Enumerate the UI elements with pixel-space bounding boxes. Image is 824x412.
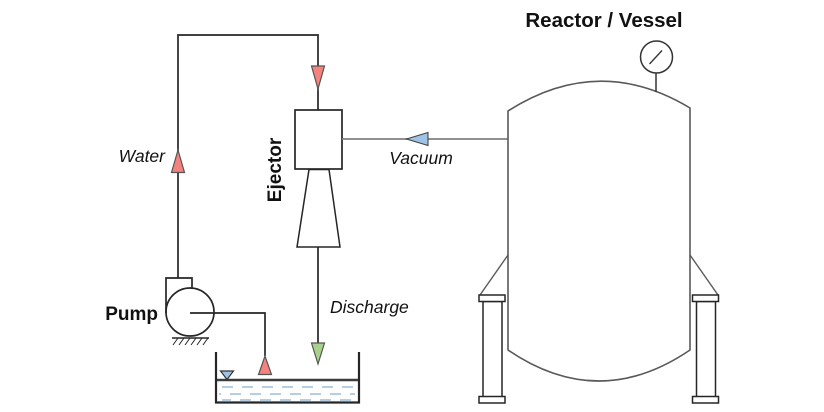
reactor-vessel-title: Reactor / Vessel	[525, 9, 682, 32]
vessel-brace-right	[689, 254, 719, 296]
vacuum-label: Vacuum	[389, 148, 453, 168]
water-flow-down-arrow-icon	[310, 65, 326, 92]
pump-ground-hatch-icon	[172, 337, 209, 346]
vessel-brace-left	[479, 254, 509, 296]
ejector-body-box	[294, 109, 343, 170]
discharge-arrow-icon	[310, 342, 326, 367]
pump-symbol	[165, 277, 215, 346]
ejector-diffuser-cone	[296, 168, 341, 248]
suction-arrow-icon	[257, 354, 273, 376]
ejector-label: Ejector	[265, 137, 286, 202]
water-flow-up-arrow-icon	[170, 147, 186, 174]
water-dashes	[219, 386, 355, 401]
reactor-vessel-body	[507, 80, 691, 382]
pressure-gauge-icon	[639, 40, 674, 92]
pump-discharge-shoulder	[165, 277, 193, 313]
pump-casing	[165, 287, 215, 337]
water-label: Water	[119, 146, 167, 166]
pump-label: Pump	[105, 304, 158, 325]
water-level-marker-icon	[219, 370, 235, 381]
vessel-leg-right	[691, 294, 720, 404]
suction-line	[190, 312, 266, 356]
vessel-leg-left	[478, 294, 506, 404]
water-tank	[214, 352, 361, 404]
discharge-label: Discharge	[330, 297, 409, 317]
vacuum-arrow-icon	[404, 131, 429, 147]
